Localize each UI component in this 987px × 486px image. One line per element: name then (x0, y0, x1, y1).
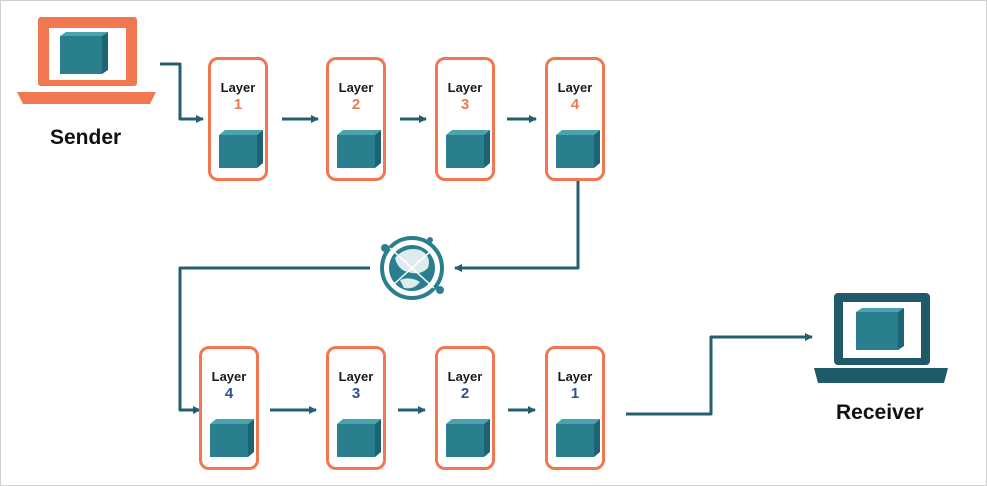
layer-number: 3 (460, 96, 470, 113)
layer-word: Layer (557, 80, 593, 95)
packet-icon (446, 130, 490, 168)
receiver-label: Receiver (836, 401, 924, 424)
sender-label: Sender (50, 126, 122, 149)
stack-to-receiver-arrow (626, 333, 813, 416)
packet-icon (210, 419, 254, 457)
layer-number: 2 (351, 96, 361, 113)
packet-icon (337, 130, 381, 168)
layer-number: 1 (233, 96, 243, 113)
sender-layer-box: Layer 3 (435, 57, 495, 181)
packet-icon (556, 419, 600, 457)
sender-layer-box: Layer 4 (545, 57, 605, 181)
layer-word: Layer (211, 369, 247, 384)
receiver-layer-box: Layer 1 (545, 346, 605, 470)
globe-network-icon (380, 236, 444, 300)
layer-word: Layer (338, 369, 374, 384)
layer-word: Layer (447, 80, 483, 95)
sender-layer-box: Layer 1 (208, 57, 268, 181)
sender-layer-box: Layer 2 (326, 57, 386, 181)
layer-word: Layer (557, 369, 593, 384)
receiver-laptop-icon (814, 293, 948, 383)
receiver-layer-box: Layer 4 (199, 346, 259, 470)
layer-word: Layer (338, 80, 374, 95)
sender-to-layer1-arrow (160, 62, 204, 123)
packet-icon (446, 419, 490, 457)
layer-number: 4 (224, 385, 234, 402)
layer4-to-network-arrow (454, 181, 580, 272)
receiver-layer-box: Layer 3 (326, 346, 386, 470)
packet-icon (219, 130, 263, 168)
layer-number: 1 (570, 385, 580, 402)
network-to-receiver-stack-arrow (178, 266, 370, 414)
packet-icon (556, 130, 600, 168)
layer-word: Layer (447, 369, 483, 384)
layer-number: 4 (570, 96, 580, 113)
layer-number: 3 (351, 385, 361, 402)
receiver-layer-box: Layer 2 (435, 346, 495, 470)
sender-laptop-icon (17, 17, 156, 104)
layer-word: Layer (220, 80, 256, 95)
packet-icon (337, 419, 381, 457)
layer-number: 2 (460, 385, 470, 402)
